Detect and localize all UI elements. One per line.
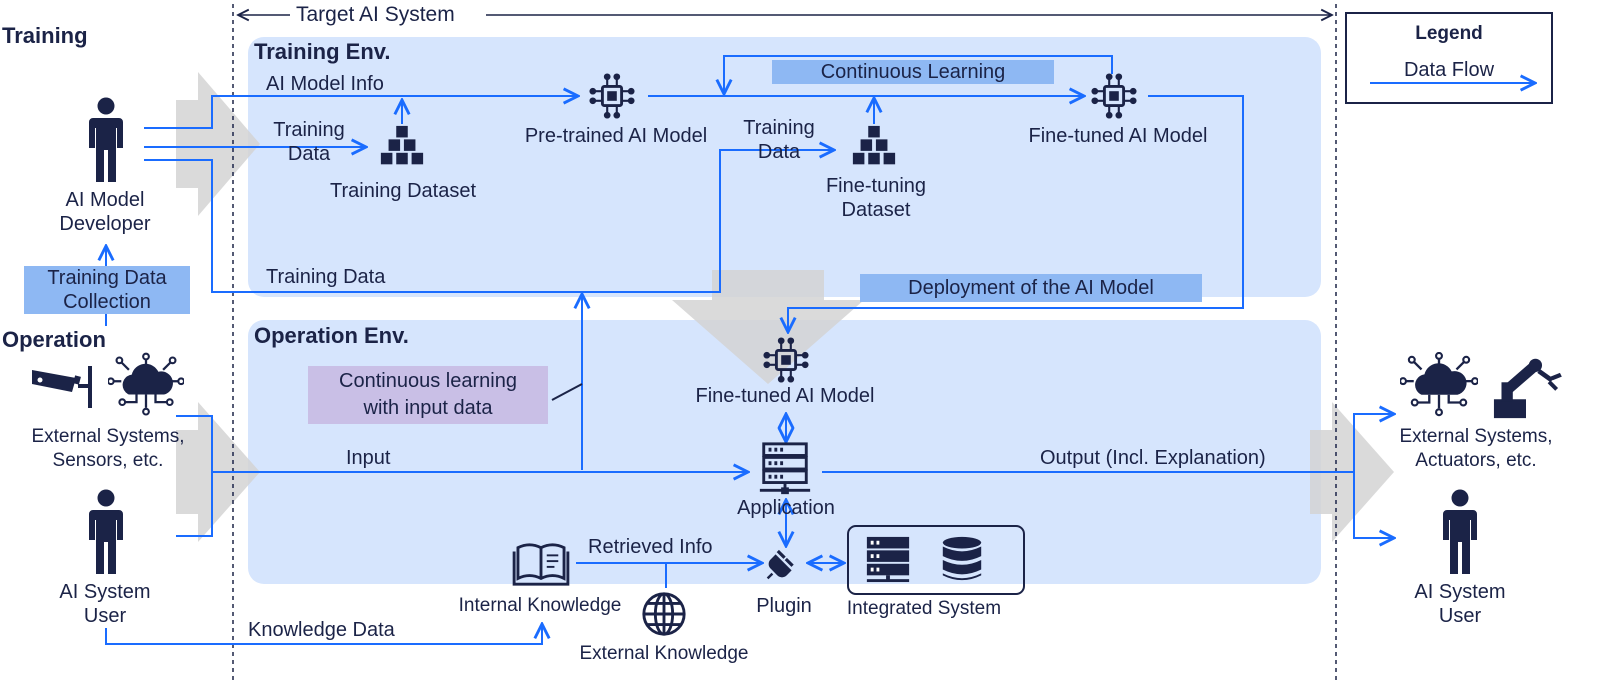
flow-ai-model-info	[144, 96, 578, 129]
person-icon	[89, 489, 123, 574]
training-data-bottom-label: Training Data	[266, 266, 386, 288]
cloud-network-icon	[108, 352, 184, 416]
flow-knowledge-data	[105, 624, 542, 645]
camera-icon	[32, 366, 92, 408]
integrated-system-label: Integrated System	[846, 598, 1002, 619]
person-icon	[89, 97, 123, 182]
phase-operation: Operation	[2, 327, 106, 352]
application-label: Application	[737, 497, 835, 519]
legend-title: Legend	[1415, 23, 1483, 44]
input-label: Input	[346, 447, 391, 469]
data-flow-lines	[105, 55, 1394, 645]
phase-training: Training	[2, 23, 88, 48]
training-env-panel	[248, 37, 1321, 297]
server-rack-icon	[866, 536, 910, 583]
target-system-label: Target AI System	[296, 3, 455, 26]
cloud-network-icon	[1400, 352, 1478, 417]
flow-deployment	[788, 95, 1244, 332]
training-dataset-label: Training Dataset	[330, 180, 476, 202]
finetuned-model-op-label: Fine-tuned AI Model	[695, 385, 875, 407]
robot-arm-icon	[1493, 358, 1562, 419]
internal-knowledge-label: Internal Knowledge	[458, 595, 622, 616]
continuous-learning-label: Continuous Learning	[772, 60, 1054, 84]
finetuned-model-top-label: Fine-tuned AI Model	[1028, 125, 1208, 147]
legend-data-flow-label: Data Flow	[1403, 59, 1495, 81]
external-knowledge-label: External Knowledge	[579, 643, 749, 664]
flow-input-bracket	[176, 415, 213, 537]
flow-output-user	[1353, 472, 1394, 538]
plugin-label: Plugin	[756, 595, 812, 617]
training-env-title: Training Env.	[254, 39, 391, 64]
pretrained-model-label: Pre-trained AI Model	[524, 125, 708, 147]
knowledge-data-label: Knowledge Data	[248, 619, 395, 641]
external-systems-left-label: External Systems,Sensors, etc.	[31, 426, 185, 471]
ai-model-info-label: AI Model Info	[266, 73, 384, 95]
flow-training-data-bottom	[144, 150, 834, 293]
flow-output-systems	[822, 414, 1394, 473]
retrieved-info-label: Retrieved Info	[588, 536, 713, 558]
operation-env-title: Operation Env.	[254, 323, 409, 348]
deployment-label: Deployment of the AI Model	[860, 274, 1202, 302]
external-systems-right-label: External Systems,Actuators, etc.	[1399, 426, 1553, 471]
globe-icon	[642, 592, 686, 636]
person-icon	[1443, 489, 1477, 574]
callout-line	[551, 383, 583, 401]
output-label: Output (Incl. Explanation)	[1040, 447, 1266, 469]
integrated-system-box	[847, 525, 1025, 595]
flow-continuous-learning	[724, 55, 1113, 94]
legend-box	[1345, 12, 1553, 104]
